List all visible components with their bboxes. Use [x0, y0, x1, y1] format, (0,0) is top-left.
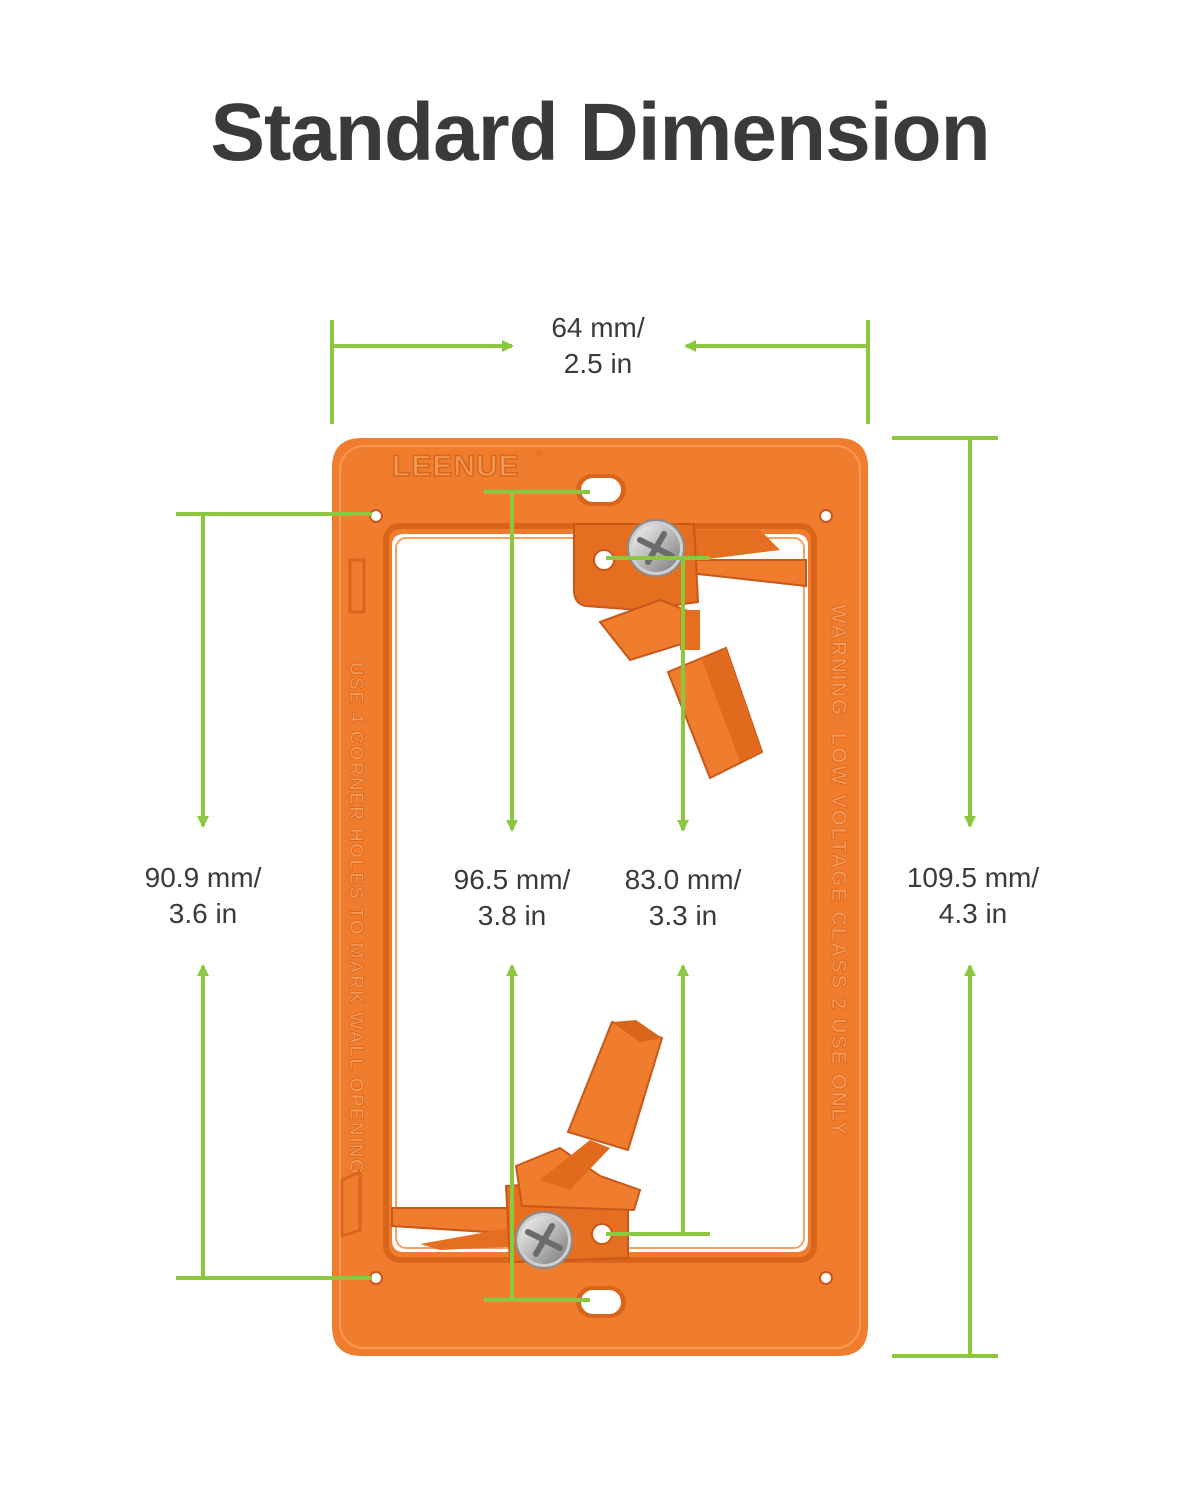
screw-holes-dimension-label: 83.0 mm/ 3.3 in — [583, 862, 783, 934]
mount-slot-top — [576, 474, 626, 506]
screw-holes-mm: 83.0 mm/ — [624, 864, 742, 895]
corner-holes-dimension-label: 90.9 mm/ 3.6 in — [103, 860, 303, 932]
screw-bottom — [515, 1211, 573, 1269]
low-voltage-bracket: LEENUE ® USE 4 CORNER HOLES TO MARK WALL… — [332, 438, 868, 1356]
mount-holes-mm: 96.5 mm/ — [453, 864, 571, 895]
corner-holes-mm: 90.9 mm/ — [144, 862, 262, 893]
svg-text:®: ® — [536, 448, 544, 459]
brand-logo: LEENUE — [392, 450, 520, 483]
page-title: Standard Dimension — [210, 87, 990, 178]
width-mm: 64 mm/ — [551, 312, 645, 343]
bracket-plate — [332, 438, 868, 1356]
mount-holes-in: 3.8 in — [477, 900, 547, 931]
mount-slot-bottom — [576, 1286, 626, 1318]
corner-hole-bottom-right — [819, 1271, 833, 1285]
height-mm: 109.5 mm/ — [906, 862, 1040, 893]
embossed-right-text: WARNING: LOW VOLTAGE CLASS 2 USE ONLY — [827, 604, 850, 1137]
corner-holes-in: 3.6 in — [168, 898, 238, 929]
screw-top — [627, 519, 685, 577]
height-dimension-label: 109.5 mm/ 4.3 in — [873, 860, 1073, 932]
embossed-left-text: USE 4 CORNER HOLES TO MARK WALL OPENING — [345, 662, 366, 1175]
corner-hole-top-right — [819, 509, 833, 523]
top-wing-clamp — [573, 523, 807, 780]
screw-holes-in: 3.3 in — [648, 900, 718, 931]
bottom-wing-clamp — [391, 1020, 664, 1264]
width-dimension-label: 64 mm/ 2.5 in — [498, 310, 698, 382]
mount-holes-dimension-label: 96.5 mm/ 3.8 in — [412, 862, 612, 934]
height-in: 4.3 in — [938, 898, 1008, 929]
width-in: 2.5 in — [563, 348, 633, 379]
dimension-lines — [176, 320, 998, 1358]
